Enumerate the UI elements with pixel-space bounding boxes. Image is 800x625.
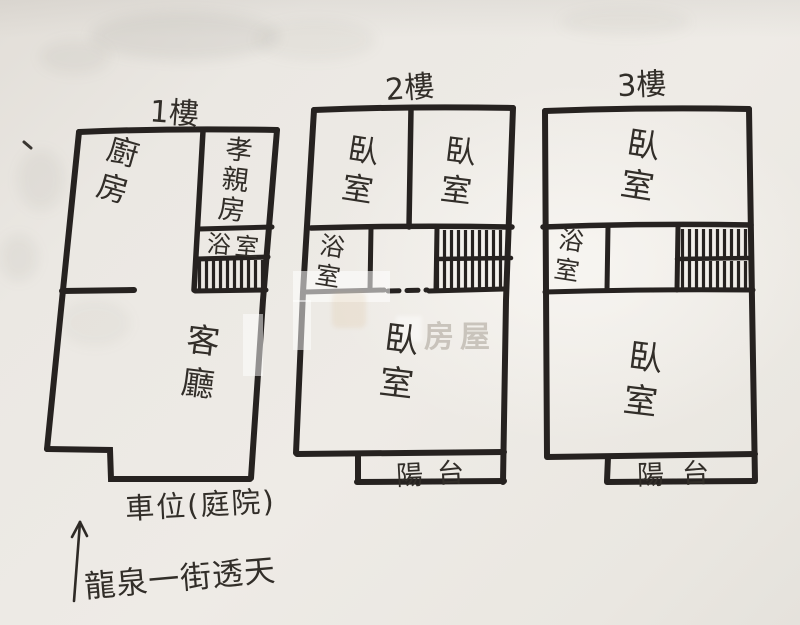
stairs-hatch-floor-3 [679,229,749,257]
label-balcony-3f: 陽台 [636,457,728,492]
watermark-text: 房屋 [424,320,496,355]
watermark-logo-blob [332,292,366,328]
paper-bleedthrough-smudge [0,235,38,281]
room-label-bath-1f: 浴室 [205,229,264,263]
paper-bleedthrough-smudge [255,20,375,60]
stairs-hatch-floor-3 [679,261,749,289]
label-parking-courtyard: 車位(庭院) [124,484,277,526]
pen-speck [22,140,33,150]
stairs-hatch-floor-1 [196,260,264,289]
paper-bleedthrough-smudge [18,150,64,210]
paper-bleedthrough-smudge [90,12,280,60]
north-street-arrow [70,520,89,603]
label-balcony-2f: 陽台 [395,456,479,493]
floor-3-title: 3樓 [616,66,668,105]
watermark-band [293,271,390,302]
floor-3-walls [540,105,758,485]
floor-1-title: 1樓 [148,94,201,133]
watermark-band [243,314,263,376]
watermark-band [293,300,311,350]
stairs-hatch-floor-2 [438,230,510,257]
watermark-logo-blob [396,316,422,342]
stairs-hatch-floor-2 [438,260,510,289]
paper-bleedthrough-smudge [60,300,130,346]
paper-bleedthrough-smudge [560,8,690,36]
floor-1-walls [44,126,280,482]
floor-2-title: 2樓 [383,68,436,109]
paper-bleedthrough-smudge [40,40,110,74]
